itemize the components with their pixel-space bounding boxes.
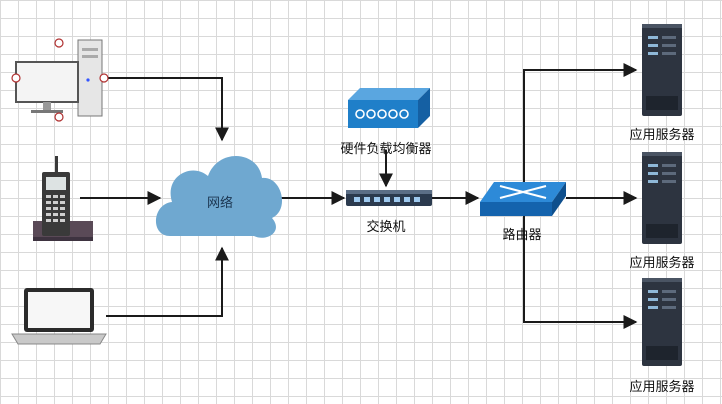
- router-icon[interactable]: [480, 182, 566, 216]
- router-to-server3-arrow: [523, 212, 638, 329]
- server-3-label: 应用服务器: [629, 380, 695, 395]
- load-balancer-label: 硬件负载均衡器: [340, 142, 432, 157]
- laptop-to-network-arrow: [106, 246, 229, 317]
- connectors: [80, 63, 638, 329]
- server-2-label: 应用服务器: [629, 256, 695, 271]
- load-balancer-icon[interactable]: [348, 88, 430, 128]
- cloud-network-icon[interactable]: [155, 155, 283, 238]
- server-icon-2[interactable]: [642, 152, 682, 244]
- switch-label: 交换机: [366, 220, 406, 235]
- router-label: 路由器: [502, 228, 542, 243]
- phone-icon[interactable]: [33, 156, 93, 241]
- desktop-computer-icon[interactable]: [11, 38, 109, 122]
- server-icon-1[interactable]: [642, 24, 682, 116]
- router-to-server1-arrow: [523, 63, 638, 186]
- switch-icon[interactable]: [346, 190, 432, 206]
- server-icon-3[interactable]: [642, 278, 682, 366]
- server-1-label: 应用服务器: [629, 128, 695, 143]
- network-label: 网络: [206, 196, 233, 211]
- desktop-to-network-arrow: [104, 77, 229, 142]
- laptop-icon[interactable]: [11, 288, 107, 345]
